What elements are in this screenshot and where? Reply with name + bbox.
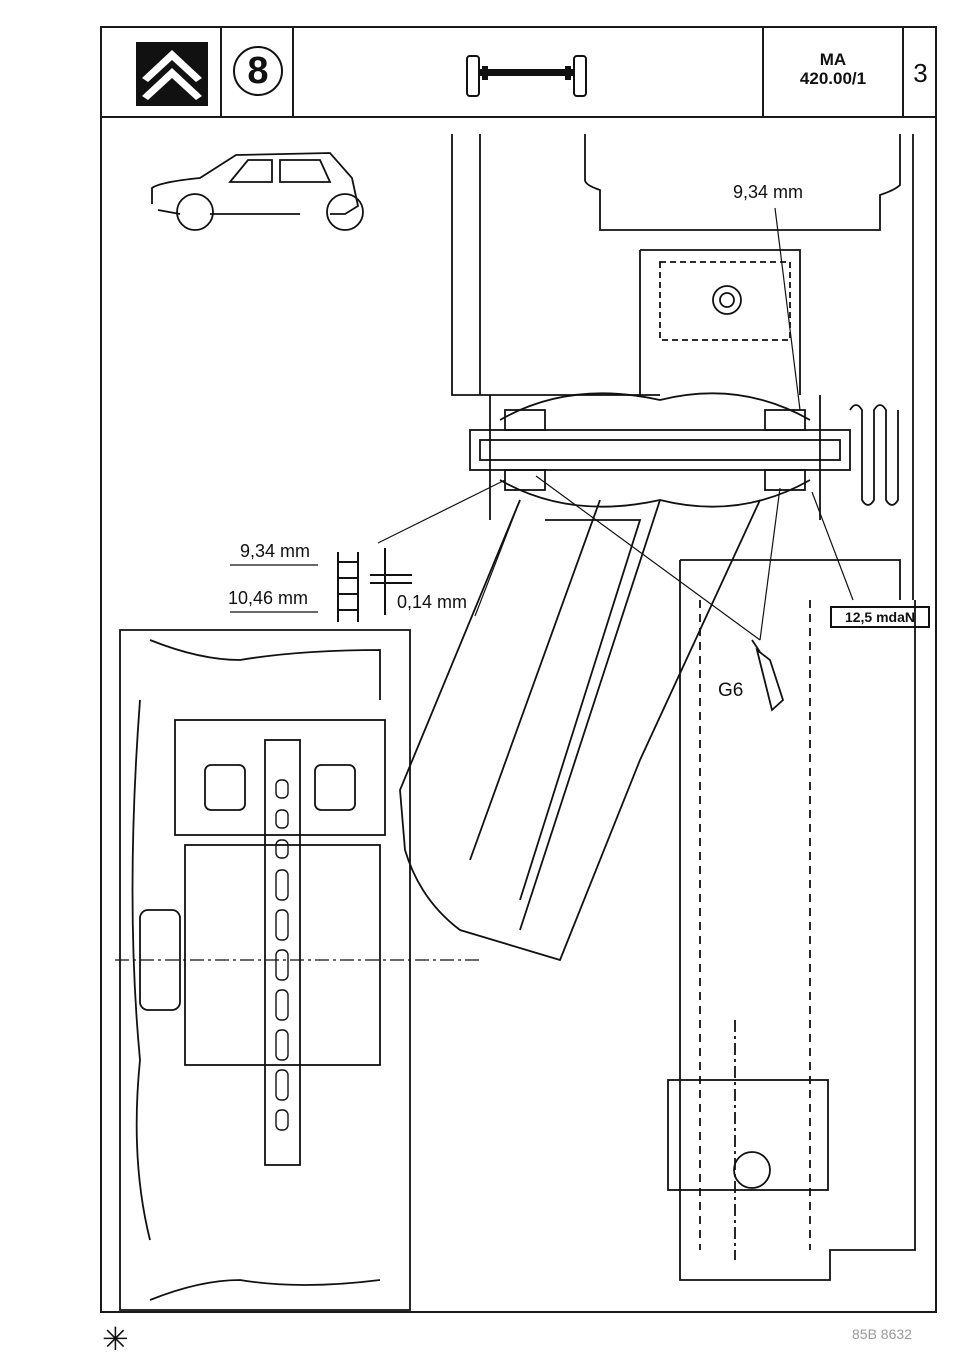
body-structure xyxy=(451,134,914,600)
grease-tube-icon xyxy=(751,639,785,712)
section-cell: 8 xyxy=(222,28,294,116)
reference-line1: MA xyxy=(819,50,847,69)
top-dimension-label: 9,34 mm xyxy=(733,182,804,202)
page-frame: 8 MA 420.00/1 3 xyxy=(100,26,937,1313)
reference-line2: 420.00/1 xyxy=(799,69,867,88)
rear-axle-icon xyxy=(466,55,587,97)
torque-label: 12,5 mdaN xyxy=(830,606,930,628)
wheel-and-hub xyxy=(115,629,480,1311)
rear-axle-technical-drawing xyxy=(115,134,916,1311)
trailing-arm xyxy=(399,499,761,962)
axle-cell xyxy=(294,28,764,116)
torsion-spring xyxy=(849,404,899,506)
side-member xyxy=(667,559,916,1281)
clearance-label: 0,14 mm xyxy=(397,592,468,612)
reference-cell: MA 420.00/1 xyxy=(764,28,904,116)
leader-lines xyxy=(230,207,854,641)
ladder-gauge-icon xyxy=(337,548,412,622)
grease-label: G6 xyxy=(718,680,744,701)
citroen-logo-icon xyxy=(136,42,208,106)
title-block: 8 MA 420.00/1 3 xyxy=(102,28,935,118)
bearing-shaft xyxy=(469,392,851,520)
dimension-b-label: 10,46 mm xyxy=(228,588,309,608)
page-cell: 3 xyxy=(904,28,937,116)
dimension-a-label: 9,34 mm xyxy=(240,541,311,561)
logo-cell xyxy=(102,28,222,116)
asterisk-mark: ✳ xyxy=(102,1321,129,1357)
section-number: 8 xyxy=(233,46,283,96)
page-number: 3 xyxy=(913,58,928,88)
estate-car-icon xyxy=(151,152,364,231)
drawing-code: 85B 8632 xyxy=(852,1326,912,1342)
